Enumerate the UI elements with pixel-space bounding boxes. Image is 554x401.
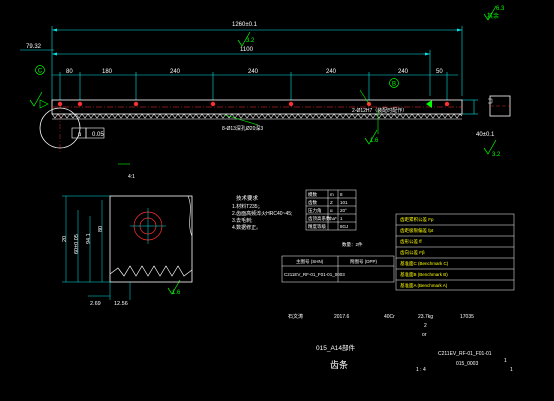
svg-text:m: m: [330, 192, 334, 197]
name-top: 015_A14部件: [316, 343, 356, 352]
part-name: 齿条: [330, 359, 348, 370]
dim-d4: 240: [248, 69, 259, 75]
svg-text:基准面B (Benchmark B): 基准面B (Benchmark B): [400, 271, 448, 278]
svg-text:2.齿面高频淬火HRC40~45;: 2.齿面高频淬火HRC40~45;: [232, 210, 292, 217]
dim-u-note: 0.05: [92, 132, 104, 138]
dim-d5: 240: [326, 69, 337, 75]
svg-text:基准面C (Benchmark C): 基准面C (Benchmark C): [400, 260, 449, 267]
svg-text:精度等级: 精度等级: [308, 223, 326, 230]
svg-text:1: 1: [504, 358, 507, 364]
svg-text:C211EV_RF-01_F01-01_0003: C211EV_RF-01_F01-01_0003: [284, 272, 345, 277]
svg-text:模数: 模数: [308, 191, 317, 198]
svg-text:技术要求: 技术要求: [236, 194, 259, 202]
dim-length: 1100: [240, 47, 254, 53]
svg-text:B: B: [392, 82, 396, 88]
dimension-texts: 1260±0.1 1100 79.32 80 180 240 240 240 2…: [26, 22, 495, 138]
svg-text:015_0003: 015_0003: [456, 361, 478, 367]
svg-text:3.2: 3.2: [246, 38, 255, 44]
roughness-symbols: [29, 5, 497, 295]
svg-text:石文涛: 石文涛: [288, 313, 303, 320]
dim-d6: 240: [398, 69, 409, 75]
tech-requirements: 技术要求 1.材料T235； 2.齿面高频淬火HRC40~45; 3.去毛刺; …: [232, 194, 292, 231]
svg-text:17035: 17035: [460, 314, 474, 320]
balloon-b: B: [389, 78, 399, 88]
svg-text:8GJ: 8GJ: [340, 224, 348, 229]
svg-text:1.6: 1.6: [172, 290, 181, 296]
svg-text:20: 20: [62, 236, 68, 242]
svg-text:1.6: 1.6: [370, 138, 379, 144]
pin-callout: 2-Ø12H7（装配时配作）: [352, 107, 407, 114]
svg-text:101: 101: [340, 200, 348, 205]
rack-body: [51, 99, 463, 120]
svg-text:94.1: 94.1: [86, 233, 92, 244]
dim-d2: 180: [102, 69, 113, 75]
svg-text:20°: 20°: [340, 208, 347, 213]
right-end-view: [488, 95, 511, 117]
svg-text:其余: 其余: [487, 12, 499, 20]
svg-text:12.56: 12.56: [114, 301, 128, 307]
dim-d1: 80: [66, 69, 73, 75]
holes-callout: 8-Ø13深孔Ø20深3: [222, 125, 263, 132]
svg-text:40Cr: 40Cr: [384, 314, 395, 320]
callout-texts: 8-Ø13深孔Ø20深3 2-Ø12H7（装配时配作） 4:1: [128, 107, 407, 180]
svg-text:8: 8: [340, 192, 343, 197]
rack-holes: [57, 101, 450, 107]
svg-text:C: C: [38, 69, 43, 75]
dim-left-offset: 79.32: [26, 44, 42, 50]
svg-text:Z: Z: [330, 200, 333, 205]
svg-text:or: or: [422, 332, 427, 338]
svg-text:齿数: 齿数: [308, 199, 317, 206]
svg-text:数量：2件: 数量：2件: [342, 241, 363, 248]
svg-text:附图号 (DPP): 附图号 (DPP): [350, 258, 378, 265]
u-symbol: u: [78, 132, 81, 138]
svg-text:齿向公差 Fβ: 齿向公差 Fβ: [400, 249, 425, 256]
svg-text:2.69: 2.69: [90, 301, 101, 307]
svg-text:齿形公差 ff: 齿形公差 ff: [400, 238, 422, 245]
datum-a-marker: [39, 99, 432, 109]
svg-text:齿顶高系数: 齿顶高系数: [308, 215, 331, 222]
svg-text:基准面A (Benchmark A): 基准面A (Benchmark A): [400, 282, 448, 289]
end-circle-view: [39, 104, 105, 152]
roughness-texts: 3.2 6.3 其余 3.2 1.6 1.6: [172, 6, 505, 296]
detail-dimension-lines: [62, 195, 131, 300]
title-block: 主图号 (SHN) 附图号 (DPP) C211EV_RF-01_F01-01_…: [281, 255, 513, 373]
dim-right-h: 40±0.1: [476, 132, 495, 138]
tolerance-table: 齿距累积公差 Fp 齿距极限偏差 fpt 齿形公差 ff 齿向公差 Fβ 基准面…: [395, 213, 515, 291]
svg-text:60±0.05: 60±0.05: [74, 234, 80, 254]
svg-text:压力角: 压力角: [308, 207, 322, 214]
svg-text:1 : 4: 1 : 4: [416, 367, 426, 373]
svg-text:齿距极限偏差 fpt: 齿距极限偏差 fpt: [400, 227, 434, 234]
svg-text:主图号 (SHN): 主图号 (SHN): [296, 258, 324, 265]
detail-dimension-texts: 20 60±0.05 94.1 80 2.69 12.56: [62, 226, 128, 307]
svg-text:齿距累积公差 Fp: 齿距累积公差 Fp: [400, 216, 434, 223]
dim-d3: 240: [170, 69, 181, 75]
leader-lines: [118, 89, 379, 165]
detail-view: [109, 195, 193, 283]
dim-d7: 50: [436, 69, 443, 75]
dimension-arrows: [52, 28, 462, 56]
dimension-lines: [20, 26, 478, 115]
svg-text:C211EV_RF-01_F01-01: C211EV_RF-01_F01-01: [438, 351, 492, 357]
svg-text:1: 1: [340, 216, 343, 221]
svg-text:23.7kg: 23.7kg: [418, 314, 433, 320]
svg-text:80: 80: [98, 226, 104, 232]
svg-text:6.3: 6.3: [496, 6, 505, 12]
svg-text:2: 2: [424, 323, 427, 329]
dim-overall: 1260±0.1: [232, 22, 258, 28]
svg-text:1: 1: [510, 367, 513, 373]
svg-text:4.数据修正。: 4.数据修正。: [232, 224, 261, 231]
svg-text:1.材料T235；: 1.材料T235；: [232, 203, 263, 210]
section-mark: 4:1: [128, 174, 135, 180]
svg-text:3.2: 3.2: [492, 152, 501, 158]
svg-text:2017.6: 2017.6: [334, 314, 350, 320]
balloon-c: C: [35, 65, 45, 75]
svg-text:α: α: [330, 208, 333, 213]
svg-text:ha*: ha*: [330, 216, 337, 221]
svg-text:3.去毛刺;: 3.去毛刺;: [232, 217, 253, 224]
gear-table: 模数 m 8 齿数 Z 101 压力角 α 20° 齿顶高系数 ha* 1 精度…: [305, 189, 363, 248]
